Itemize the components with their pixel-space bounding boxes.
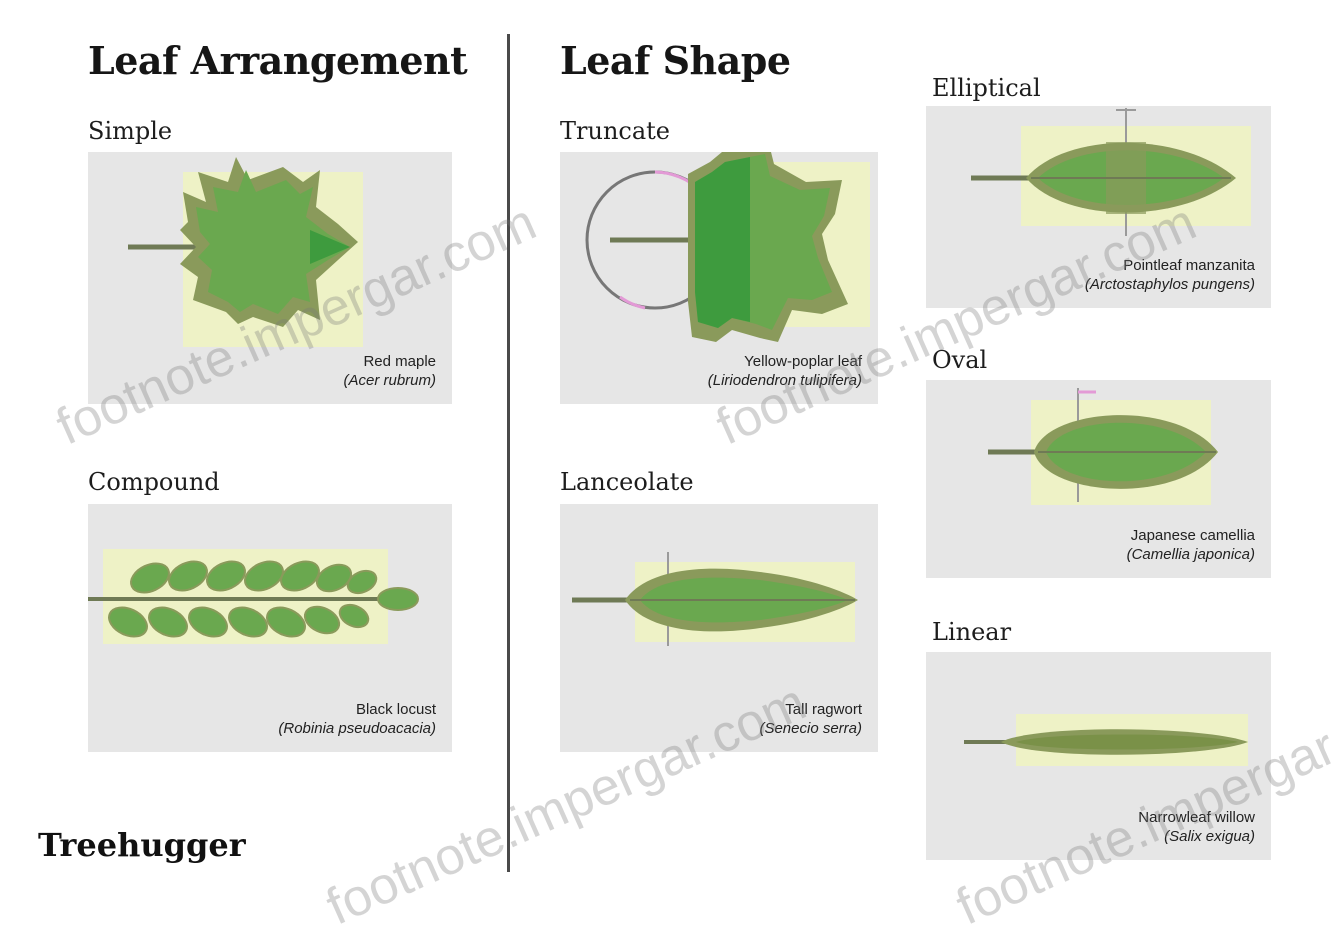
lanceolate-panel: Tall ragwort (Senecio serra) — [560, 504, 878, 752]
elliptical-scientific-name: (Arctostaphylos pungens) — [1085, 275, 1255, 294]
simple-panel: Red maple (Acer rubrum) — [88, 152, 452, 404]
oval-label: Oval — [932, 346, 987, 374]
oval-scientific-name: (Camellia japonica) — [1127, 545, 1255, 564]
simple-common-name: Red maple — [343, 352, 436, 371]
linear-common-name: Narrowleaf willow — [1138, 808, 1255, 827]
compound-label: Compound — [88, 468, 220, 496]
elliptical-label: Elliptical — [932, 74, 1041, 102]
oval-common-name: Japanese camellia — [1127, 526, 1255, 545]
section-divider — [507, 34, 510, 872]
linear-scientific-name: (Salix exigua) — [1138, 827, 1255, 846]
compound-scientific-name: (Robinia pseudoacacia) — [278, 719, 436, 738]
truncate-common-name: Yellow-poplar leaf — [708, 352, 862, 371]
linear-label: Linear — [932, 618, 1011, 646]
truncate-scientific-name: (Liriodendron tulipifera) — [708, 371, 862, 390]
lanceolate-common-name: Tall ragwort — [759, 700, 862, 719]
lanceolate-scientific-name: (Senecio serra) — [759, 719, 862, 738]
simple-label: Simple — [88, 117, 172, 145]
elliptical-common-name: Pointleaf manzanita — [1085, 256, 1255, 275]
truncate-label: Truncate — [560, 117, 670, 145]
elliptical-panel: Pointleaf manzanita (Arctostaphylos pung… — [926, 106, 1271, 308]
compound-common-name: Black locust — [278, 700, 436, 719]
leaf-arrangement-title: Leaf Arrangement — [88, 38, 467, 83]
compound-panel: Black locust (Robinia pseudoacacia) — [88, 504, 452, 752]
truncate-panel: Yellow-poplar leaf (Liriodendron tulipif… — [560, 152, 878, 404]
leaf-shape-title: Leaf Shape — [560, 38, 791, 83]
lanceolate-label: Lanceolate — [560, 468, 694, 496]
treehugger-logo: Treehugger — [38, 826, 246, 864]
linear-panel: Narrowleaf willow (Salix exigua) — [926, 652, 1271, 860]
oval-panel: Japanese camellia (Camellia japonica) — [926, 380, 1271, 578]
simple-scientific-name: (Acer rubrum) — [343, 371, 436, 390]
